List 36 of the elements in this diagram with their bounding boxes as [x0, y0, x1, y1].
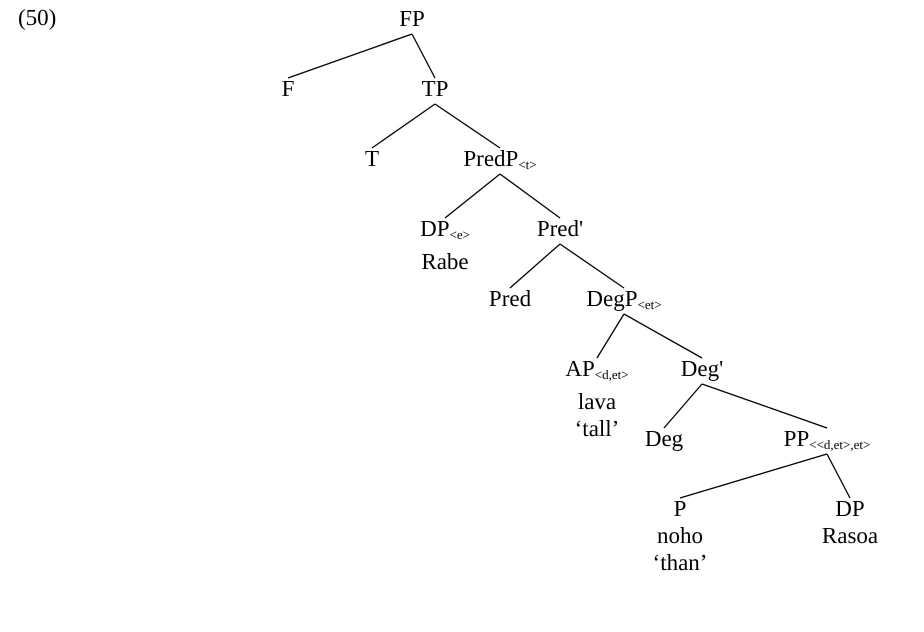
category-label: FP — [399, 6, 425, 31]
branch-line — [434, 103, 500, 149]
branch-line — [624, 313, 702, 359]
branch-line — [680, 453, 828, 499]
category-label: P — [674, 496, 686, 521]
category-label: Deg' — [680, 356, 724, 381]
category-label: Pred' — [536, 216, 584, 241]
category-label: DegP$_{<et>}$ — [586, 286, 662, 311]
branch-line — [372, 103, 436, 149]
branch-line — [826, 454, 851, 498]
gloss-label: ‘tall’ — [574, 416, 620, 441]
category-label: F — [282, 76, 294, 101]
branch-line — [288, 33, 412, 79]
branch-line — [702, 383, 828, 429]
branch-line — [560, 243, 624, 289]
word-label: lava — [578, 389, 616, 414]
word-label: noho — [657, 523, 703, 548]
category-label: DP — [835, 496, 865, 521]
word-label: Rasoa — [822, 523, 878, 548]
category-label: Pred — [488, 286, 532, 311]
branch-line — [444, 174, 500, 218]
category-label: Deg — [644, 426, 684, 451]
branch-line — [411, 34, 436, 78]
word-label: Rabe — [421, 249, 469, 274]
category-label: PredP$_{<t>}$ — [463, 146, 537, 171]
branch-line — [596, 314, 625, 358]
branch-line — [500, 173, 560, 219]
category-label: PP$_{<<d,et>,et>}$ — [784, 426, 870, 451]
category-label: TP — [422, 76, 448, 101]
branch-line — [510, 244, 560, 288]
category-label: AP$_{<d,et>}$ — [565, 356, 629, 381]
example-number: (50) — [18, 5, 56, 31]
branch-line — [664, 384, 702, 428]
category-label: T — [364, 146, 380, 171]
gloss-label: ‘than’ — [652, 550, 708, 575]
category-label: DP$_{<e>}$ — [420, 216, 470, 241]
